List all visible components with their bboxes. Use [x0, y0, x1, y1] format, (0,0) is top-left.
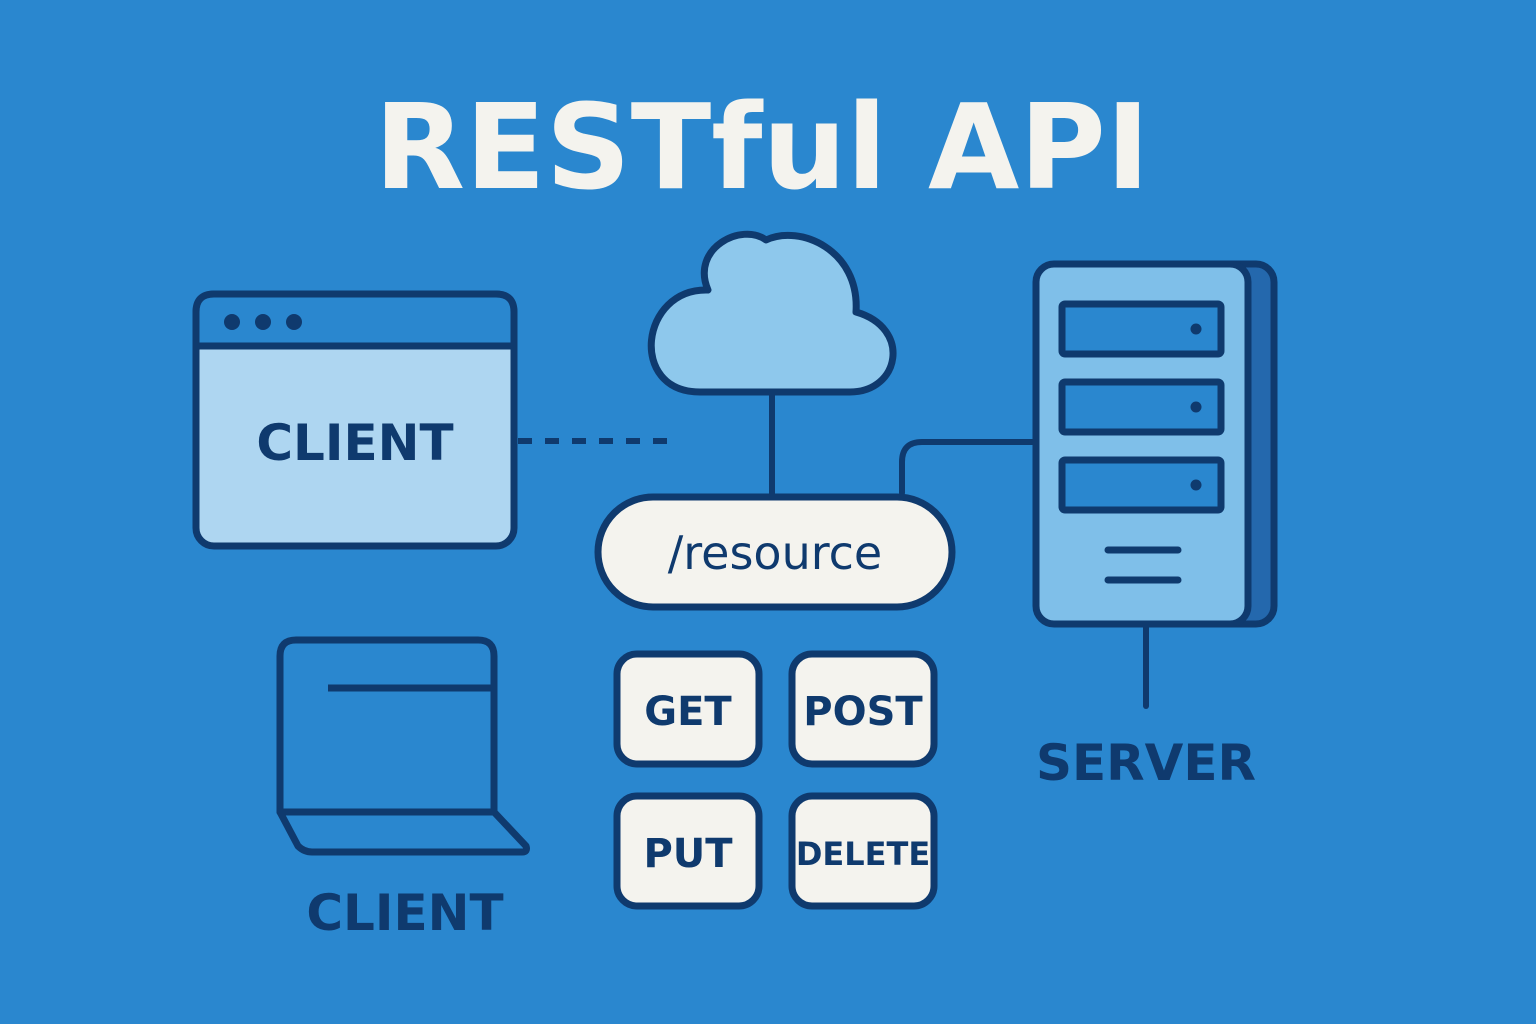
- resource-to-server-line: [899, 439, 1039, 496]
- method-box: [613, 792, 763, 910]
- laptop-keyboard-base: [276, 808, 530, 856]
- method-delete: DELETE: [788, 792, 938, 910]
- method-get-label: GET: [644, 689, 732, 735]
- method-get: GET: [613, 650, 763, 768]
- server-led-icon: [1190, 323, 1202, 335]
- laptop-icon: [276, 636, 498, 816]
- method-delete-label: DELETE: [796, 835, 930, 873]
- method-box: [788, 650, 938, 768]
- server: SERVER: [1032, 260, 1278, 792]
- client-browser-window: CLIENT: [192, 290, 518, 550]
- diagram-title: RESTful API: [374, 78, 1150, 216]
- browser-dot-icon: [255, 314, 271, 330]
- client-browser-label: CLIENT: [256, 414, 453, 472]
- server-label: SERVER: [1036, 734, 1256, 792]
- resource-label: /resource: [668, 526, 882, 580]
- http-methods: GET POST PUT DELETE: [613, 650, 938, 910]
- method-post: POST: [788, 650, 938, 768]
- resource-endpoint: /resource: [594, 493, 956, 611]
- cloud-icon: [647, 230, 897, 396]
- server-led-icon: [1190, 479, 1202, 491]
- server-drive-bay: [1058, 300, 1225, 358]
- connectors: [518, 389, 1149, 709]
- server-led-icon: [1190, 401, 1202, 413]
- browser-dot-icon: [286, 314, 302, 330]
- server-drive-bay: [1058, 456, 1225, 514]
- method-post-label: POST: [803, 689, 923, 735]
- server-drive-bay: [1058, 378, 1225, 436]
- resource-pill: [594, 493, 956, 611]
- client-laptop-label: CLIENT: [306, 884, 503, 942]
- method-box: [613, 650, 763, 768]
- browser-titlebar: [192, 290, 518, 350]
- browser-dot-icon: [224, 314, 240, 330]
- method-box: [788, 792, 938, 910]
- method-put: PUT: [613, 792, 763, 910]
- method-put-label: PUT: [643, 831, 733, 877]
- client-laptop: CLIENT: [276, 636, 530, 942]
